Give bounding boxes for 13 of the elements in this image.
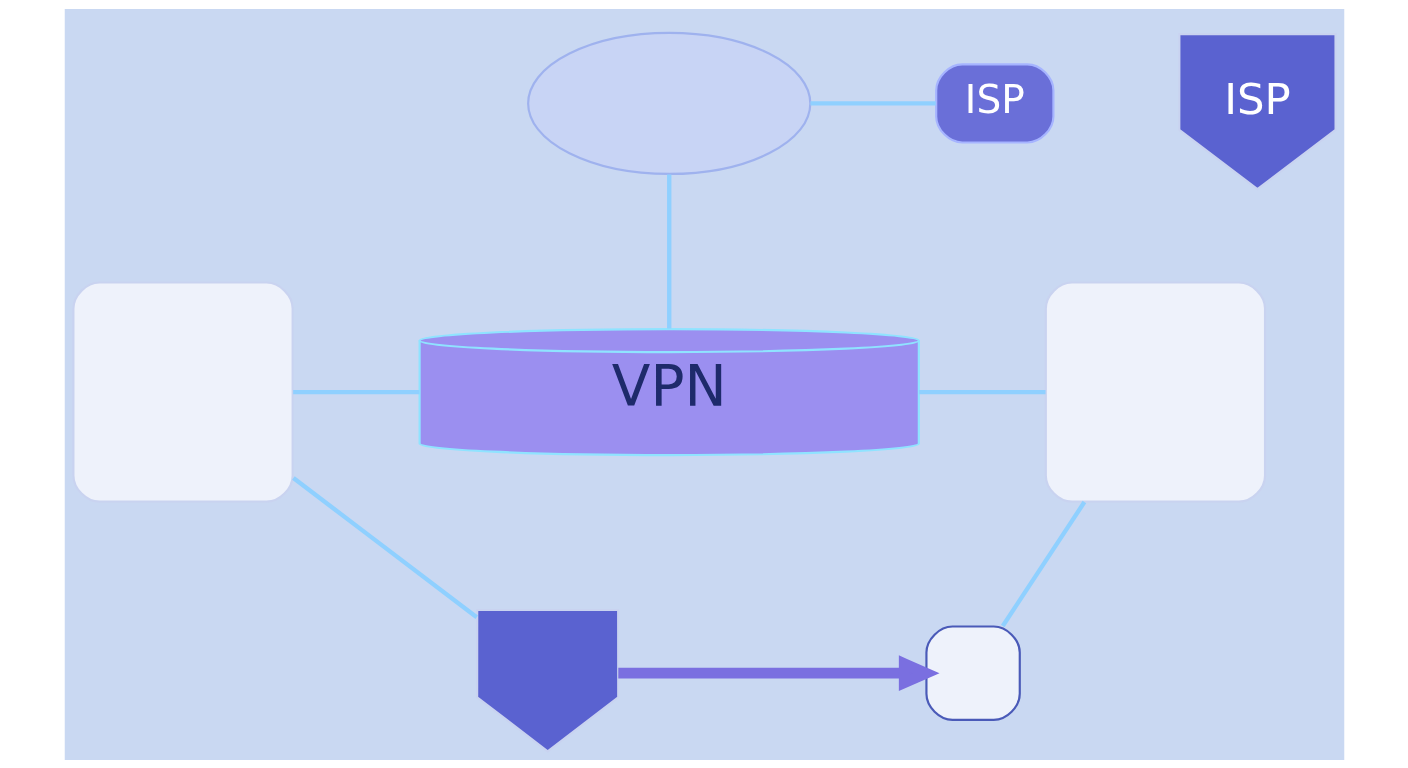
node-box: [71, 280, 294, 503]
connector: [1000, 500, 1086, 627]
connector: [291, 475, 478, 619]
arrow: [617, 654, 939, 691]
node-shield: [475, 608, 619, 753]
node-box: ISP: [934, 62, 1054, 144]
connector: [918, 389, 1045, 394]
node-box: [924, 624, 1021, 721]
node-box: [1044, 280, 1266, 503]
node-ellipse: [526, 31, 811, 175]
connector: [809, 100, 936, 106]
connector: [292, 389, 419, 394]
connector: [666, 173, 671, 328]
